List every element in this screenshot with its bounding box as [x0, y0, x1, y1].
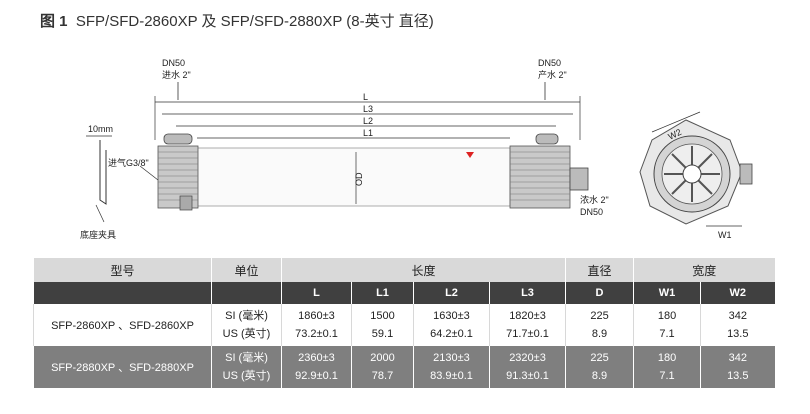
header-unit: 单位: [211, 258, 282, 282]
figure-number: 图 1: [40, 13, 68, 30]
model-cell: SFP-2880XP 、SFD-2880XP: [33, 346, 212, 388]
product-dn-label: DN50: [538, 58, 561, 68]
table-row: SFP-2860XP 、SFD-2860XP SI (毫米) US (英寸) 18…: [33, 304, 775, 346]
value-us: 64.2±0.1: [430, 328, 473, 340]
air-inlet-label: 进气G3/8": [108, 157, 149, 168]
spec-table: 型号 单位 长度 直径 宽度 L L1 L2 L3 D W1 W2 SFP-28…: [33, 258, 775, 388]
left-end-cap: [157, 133, 199, 211]
value-si: 342: [728, 352, 747, 364]
dim-l1-label: L1: [363, 128, 373, 138]
inlet-dn-label: DN50: [162, 58, 185, 68]
right-end-cap: [509, 133, 589, 209]
dim-od-label: OD: [354, 172, 364, 186]
l2-cell: 2130±3 83.9±0.1: [413, 346, 490, 388]
figure-caption: SFP/SFD-2860XP 及 SFP/SFD-2880XP (8-英寸 直径…: [75, 13, 434, 30]
l2-cell: 1630±3 64.2±0.1: [413, 304, 490, 346]
value-si: 1820±3: [509, 310, 546, 322]
value-us: 7.1: [659, 370, 675, 382]
sub-header-w2: W2: [700, 282, 775, 304]
table-row: SFP-2880XP 、SFD-2880XP SI (毫米) US (英寸) 23…: [33, 346, 775, 388]
value-si: 2360±3: [298, 352, 335, 364]
value-si: 225: [590, 352, 609, 364]
sub-header-d: D: [565, 282, 634, 304]
end-view: [639, 111, 753, 227]
header-diameter: 直径: [565, 258, 634, 282]
inlet-label: 进水 2": [162, 69, 191, 80]
dim-l-label: L: [363, 92, 368, 102]
w1-cell: 180 7.1: [633, 304, 701, 346]
header-length: 长度: [280, 258, 566, 282]
value-si: 1860±3: [298, 310, 335, 322]
value-si: 2130±3: [433, 352, 470, 364]
l3-cell: 1820±3 71.7±0.1: [488, 304, 566, 346]
value-us: 92.9±0.1: [295, 370, 338, 382]
value-us: 8.9: [591, 370, 608, 382]
unit-si: SI (毫米): [225, 352, 268, 364]
sub-header-w1: W1: [633, 282, 701, 304]
figure-title: 图 1 SFP/SFD-2860XP 及 SFP/SFD-2880XP (8-英…: [40, 10, 434, 31]
value-si: 180: [657, 352, 677, 364]
sub-header-empty: [211, 282, 282, 304]
flow-arrow-icon: [466, 152, 474, 158]
base-clamp-label: 底座夹具: [80, 229, 116, 240]
header-width: 宽度: [633, 258, 775, 282]
sub-header-row: L L1 L2 L3 D W1 W2: [33, 282, 775, 304]
module-drawing: DN50 进水 2" DN50 产水 2" L L3 L2 L1: [80, 58, 753, 240]
model-cell: SFP-2860XP 、SFD-2860XP: [33, 304, 212, 346]
sub-header-l2: L2: [413, 282, 490, 304]
concentrate-label: 浓水 2": [580, 194, 609, 205]
unit-us: US (英寸): [222, 328, 271, 340]
group-header-row: 型号 单位 长度 直径 宽度: [33, 258, 775, 282]
unit-si: SI (毫米): [225, 310, 268, 322]
l-cell: 2360±3 92.9±0.1: [281, 346, 352, 388]
value-si: 2320±3: [509, 352, 546, 364]
value-us: 59.1: [371, 328, 394, 340]
sub-header-l: L: [281, 282, 352, 304]
product-label: 产水 2": [538, 69, 567, 80]
value-us: 13.5: [727, 370, 749, 382]
unit-cell: SI (毫米) US (英寸): [211, 304, 282, 346]
value-us: 91.3±0.1: [506, 370, 549, 382]
d-cell: 225 8.9: [565, 304, 634, 346]
w1-cell: 180 7.1: [633, 346, 701, 388]
dim-l3-label: L3: [363, 104, 373, 114]
value-si: 1630±3: [433, 310, 470, 322]
clamp-width-label: 10mm: [88, 124, 113, 134]
value-si: 1500: [370, 310, 395, 322]
value-si: 180: [657, 310, 677, 322]
dim-w1-label: W1: [718, 230, 732, 240]
value-us: 73.2±0.1: [295, 328, 338, 340]
l-cell: 1860±3 73.2±0.1: [281, 304, 352, 346]
value-si: 2000: [370, 352, 395, 364]
sub-header-l3: L3: [488, 282, 566, 304]
value-si: 342: [728, 310, 747, 322]
sub-header-empty: [33, 282, 212, 304]
concentrate-dn-label: DN50: [580, 207, 603, 217]
w2-cell: 342 13.5: [700, 346, 775, 388]
value-us: 13.5: [727, 328, 749, 340]
unit-cell: SI (毫米) US (英寸): [211, 346, 282, 388]
header-model: 型号: [33, 258, 212, 282]
value-si: 225: [590, 310, 609, 322]
value-us: 8.9: [591, 328, 608, 340]
l1-cell: 2000 78.7: [351, 346, 414, 388]
l1-cell: 1500 59.1: [351, 304, 414, 346]
d-cell: 225 8.9: [565, 346, 634, 388]
dim-l2-label: L2: [363, 116, 373, 126]
value-us: 7.1: [659, 328, 675, 340]
value-us: 78.7: [371, 370, 394, 382]
l3-cell: 2320±3 91.3±0.1: [488, 346, 566, 388]
value-us: 83.9±0.1: [430, 370, 473, 382]
unit-us: US (英寸): [222, 370, 271, 382]
value-us: 71.7±0.1: [506, 328, 549, 340]
sub-header-l1: L1: [351, 282, 414, 304]
w2-cell: 342 13.5: [700, 304, 775, 346]
